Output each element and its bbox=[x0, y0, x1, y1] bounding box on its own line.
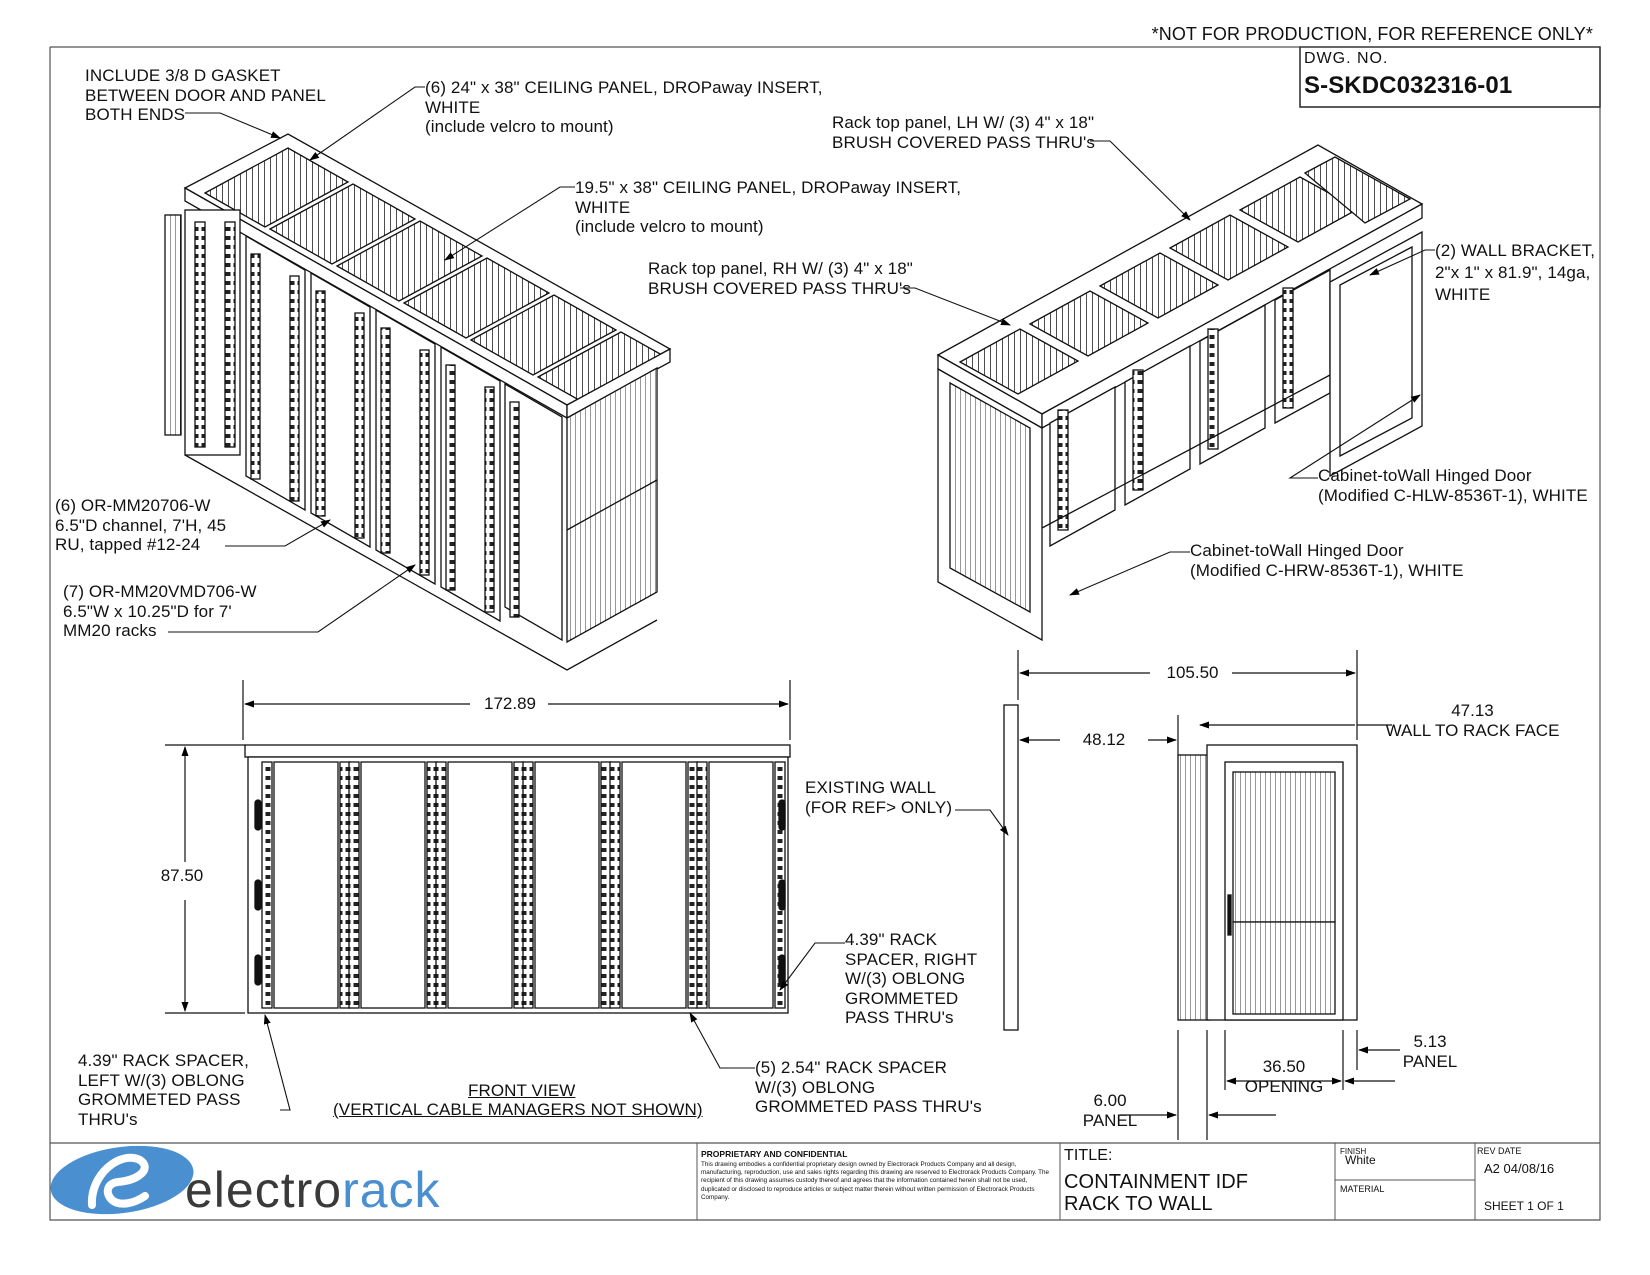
rack-bays-right bbox=[1049, 268, 1331, 548]
front-view-uprights bbox=[261, 761, 786, 1009]
leader-lines bbox=[168, 86, 1435, 1111]
front-view bbox=[244, 744, 791, 1014]
ceiling-panels-left bbox=[203, 147, 664, 401]
callout-ceiling-24: (6) 24" x 38" CEILING PANEL, DROPaway IN… bbox=[425, 78, 823, 136]
iso-view-left bbox=[164, 133, 672, 671]
dim-opening: 36.50 OPENING bbox=[1244, 1057, 1324, 1096]
proprietary-body: This drawing embodies a confidential pro… bbox=[701, 1161, 1050, 1201]
dim-wall-gap: 48.12 bbox=[1082, 730, 1126, 749]
dim-panel-left: 6.00 PANEL bbox=[1082, 1091, 1138, 1130]
sheet-number: SHEET 1 OF 1 bbox=[1484, 1199, 1564, 1213]
callout-spacer-right: 4.39" RACK SPACER, RIGHT W/(3) OBLONG GR… bbox=[845, 930, 978, 1027]
notice-text: *NOT FOR PRODUCTION, FOR REFERENCE ONLY* bbox=[1151, 24, 1593, 44]
rack-bays-left bbox=[184, 209, 563, 642]
side-view bbox=[1003, 704, 1358, 1031]
dim-wall-to-rack: 47.13 WALL TO RACK FACE bbox=[1385, 701, 1560, 740]
dim-height-front: 87.50 bbox=[160, 866, 204, 885]
title-block-grid bbox=[696, 1143, 1476, 1220]
callout-rack-top-rh: Rack top panel, RH W/ (3) 4" x 18" BRUSH… bbox=[648, 259, 913, 298]
iso-view-right bbox=[936, 144, 1424, 642]
title-label: TITLE: bbox=[1064, 1147, 1113, 1164]
callout-spacer-mid: (5) 2.54" RACK SPACER W/(3) OBLONG GROMM… bbox=[755, 1058, 982, 1116]
proprietary-title: PROPRIETARY AND CONFIDENTIAL bbox=[701, 1149, 848, 1159]
logo-wordmark: electrorack bbox=[185, 1163, 441, 1218]
finish-label: FINISH bbox=[1340, 1147, 1367, 1156]
existing-wall bbox=[1003, 704, 1019, 1031]
dim-width-side: 105.50 bbox=[1166, 663, 1219, 682]
callout-wall-bracket: (2) WALL BRACKET, 2"x 1" x 81.9", 14ga, … bbox=[1435, 241, 1596, 304]
logo-wordmark-b: rack bbox=[342, 1162, 441, 1218]
rev-value: A2 04/08/16 bbox=[1484, 1161, 1555, 1176]
front-view-bays bbox=[273, 761, 774, 1009]
front-view-subcaption: (VERTICAL CABLE MANAGERS NOT SHOWN) bbox=[333, 1100, 703, 1119]
electrorack-logo-mark bbox=[50, 1145, 194, 1215]
rev-label: REV DATE bbox=[1477, 1146, 1522, 1156]
callout-rack-top-lh: Rack top panel, LH W/ (3) 4" x 18" BRUSH… bbox=[832, 113, 1095, 152]
callout-channel: (6) OR-MM20706-W 6.5"D channel, 7'H, 45 … bbox=[55, 496, 227, 554]
dimension-lines bbox=[165, 650, 1400, 1140]
dim-panel-right: 5.13 PANEL bbox=[1402, 1032, 1458, 1071]
dwg-no-label: DWG. NO. bbox=[1304, 50, 1389, 67]
callout-door-hlw: Cabinet-toWall Hinged Door (Modified C-H… bbox=[1318, 466, 1588, 505]
callout-gasket: INCLUDE 3/8 D GASKET BETWEEN DOOR AND PA… bbox=[85, 66, 326, 124]
dwg-number-box bbox=[1299, 46, 1601, 108]
front-view-caption: FRONT VIEW bbox=[468, 1081, 576, 1100]
callout-racks: (7) OR-MM20VMD706-W 6.5"W x 10.25"D for … bbox=[63, 582, 257, 640]
front-view-grommets bbox=[254, 799, 786, 986]
callout-ceiling-19: 19.5" x 38" CEILING PANEL, DROPaway INSE… bbox=[575, 178, 962, 236]
title-line-2: RACK TO WALL bbox=[1064, 1193, 1213, 1215]
material-label: MATERIAL bbox=[1340, 1184, 1385, 1194]
callout-existing-wall: EXISTING WALL (FOR REF> ONLY) bbox=[805, 778, 953, 817]
logo-wordmark-a: electro bbox=[185, 1162, 343, 1218]
callout-spacer-left: 4.39" RACK SPACER, LEFT W/(3) OBLONG GRO… bbox=[78, 1051, 249, 1129]
dim-width-front: 172.89 bbox=[484, 694, 536, 713]
finish-value: White bbox=[1345, 1153, 1376, 1167]
callout-door-hrw: Cabinet-toWall Hinged Door (Modified C-H… bbox=[1190, 541, 1464, 580]
dwg-number: S-SKDC032316-01 bbox=[1304, 72, 1513, 99]
title-line-1: CONTAINMENT IDF bbox=[1064, 1171, 1249, 1193]
ceiling-panels-right bbox=[958, 156, 1412, 395]
